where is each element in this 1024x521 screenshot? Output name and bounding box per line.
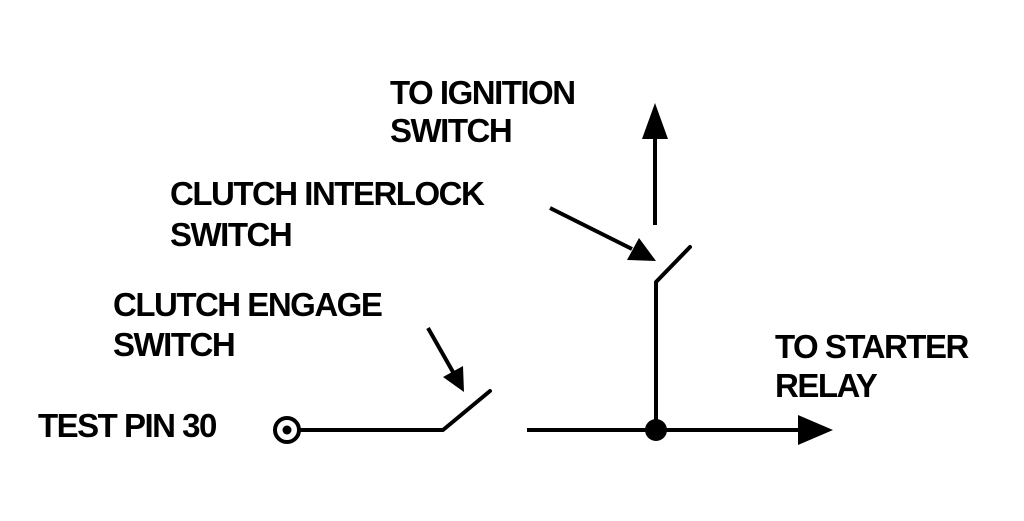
test-pin-terminal-center: [282, 425, 292, 435]
interlock-leader-arrow-icon: [627, 238, 656, 261]
ignition-label-line1: TO IGNITION: [390, 74, 575, 111]
engage-leader-arrow-icon: [443, 366, 464, 392]
test-pin-label: TEST PIN 30: [38, 407, 216, 444]
starter-label-line1: TO STARTER: [775, 328, 969, 365]
engage-switch-blade: [441, 389, 492, 432]
engage-leader-line: [426, 327, 455, 373]
interlock-leader-line: [549, 206, 633, 251]
ignition-label-line2: SWITCH: [390, 112, 511, 149]
engage-label-line1: CLUTCH ENGAGE: [113, 286, 382, 323]
interlock-label-line2: SWITCH: [170, 216, 291, 253]
test-pin-terminal-icon: [273, 416, 301, 444]
starter-arrow-icon: [798, 415, 833, 445]
starter-label-line2: RELAY: [775, 367, 878, 404]
interlock-label-line1: CLUTCH INTERLOCK: [170, 175, 485, 212]
ignition-arrow-icon: [642, 103, 668, 139]
interlock-switch-blade: [654, 245, 692, 284]
engage-label-line2: SWITCH: [113, 326, 234, 363]
